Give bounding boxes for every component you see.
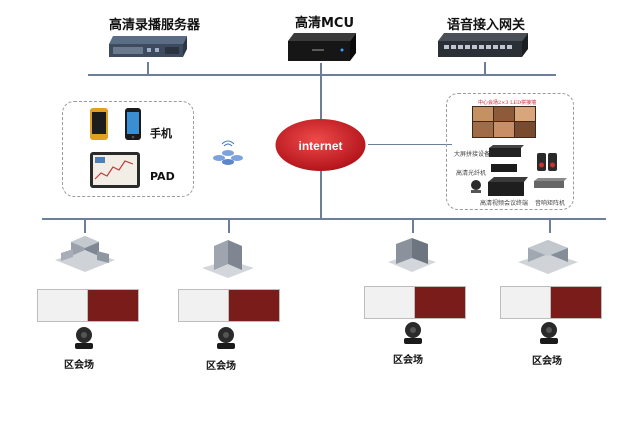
building-icon xyxy=(55,236,115,272)
internet-label: internet xyxy=(298,139,343,153)
ptz-camera-icon xyxy=(404,322,422,344)
fiber-device-label: 高清光纤机 xyxy=(456,170,487,177)
venue-3-screens xyxy=(364,286,466,319)
venue-1-connector xyxy=(84,219,86,233)
venue-2-label: 区会场 xyxy=(206,361,236,372)
connector-recording xyxy=(147,62,149,75)
mobile-group-box xyxy=(62,101,194,197)
internet-cloud-icon xyxy=(275,119,366,171)
ptz-camera-icon xyxy=(540,322,558,344)
video-terminal-icon xyxy=(488,177,528,196)
venue-2-connector xyxy=(228,219,230,233)
ptz-camera-icon xyxy=(217,327,235,349)
bottom-network-bus xyxy=(42,218,606,220)
building-icon xyxy=(202,240,254,278)
ptz-camera-icon xyxy=(75,327,93,349)
connector-center-site xyxy=(368,144,452,145)
connector-mcu xyxy=(320,63,322,75)
venue-4-screens xyxy=(500,286,602,319)
mcu-device-icon xyxy=(288,33,356,61)
phone-label: 手机 xyxy=(150,127,172,140)
splicing-device-label: 大屏拼接设备 xyxy=(454,151,491,158)
trunk-lower xyxy=(320,170,322,219)
building-icon xyxy=(388,238,436,272)
tablet-icon xyxy=(90,152,140,188)
center-screen-caption: 中心会场2×3 LED拼接墙 xyxy=(478,100,537,106)
android-phone-icon xyxy=(90,108,108,140)
splicing-device-icon xyxy=(489,145,524,157)
speaker-icon xyxy=(537,153,557,171)
audio-matrix-label: 音响矩阵机 xyxy=(535,200,566,207)
venue-4-connector xyxy=(549,219,551,233)
building-icon xyxy=(518,240,578,274)
server-label-recording: 高清录播服务器 xyxy=(109,18,201,33)
venue-1-label: 区会场 xyxy=(64,360,94,371)
server-label-mcu: 高清MCU xyxy=(295,16,355,31)
fiber-device-icon xyxy=(491,164,517,172)
center-site-box xyxy=(446,93,574,210)
rack-server-icon xyxy=(109,36,187,57)
venue-2-screens xyxy=(178,289,280,322)
camera-small-icon xyxy=(471,180,481,193)
voice-gateway-icon xyxy=(438,33,528,57)
audio-matrix-icon xyxy=(534,178,567,188)
smartphone-icon xyxy=(125,108,141,140)
wireless-access-point-icon xyxy=(213,140,243,165)
venue-1-screens xyxy=(37,289,139,322)
venue-3-connector xyxy=(412,219,414,233)
venue-3-label: 区会场 xyxy=(393,355,423,366)
led-video-wall-icon xyxy=(472,106,536,138)
pad-label: PAD xyxy=(150,170,175,183)
trunk-upper xyxy=(320,75,322,120)
connector-gateway xyxy=(484,62,486,75)
venue-4-label: 区会场 xyxy=(532,356,562,367)
video-terminal-label: 高清视频会议终端 xyxy=(480,200,529,207)
top-network-bus xyxy=(88,74,556,76)
server-label-gateway: 语音接入网关 xyxy=(447,18,526,33)
